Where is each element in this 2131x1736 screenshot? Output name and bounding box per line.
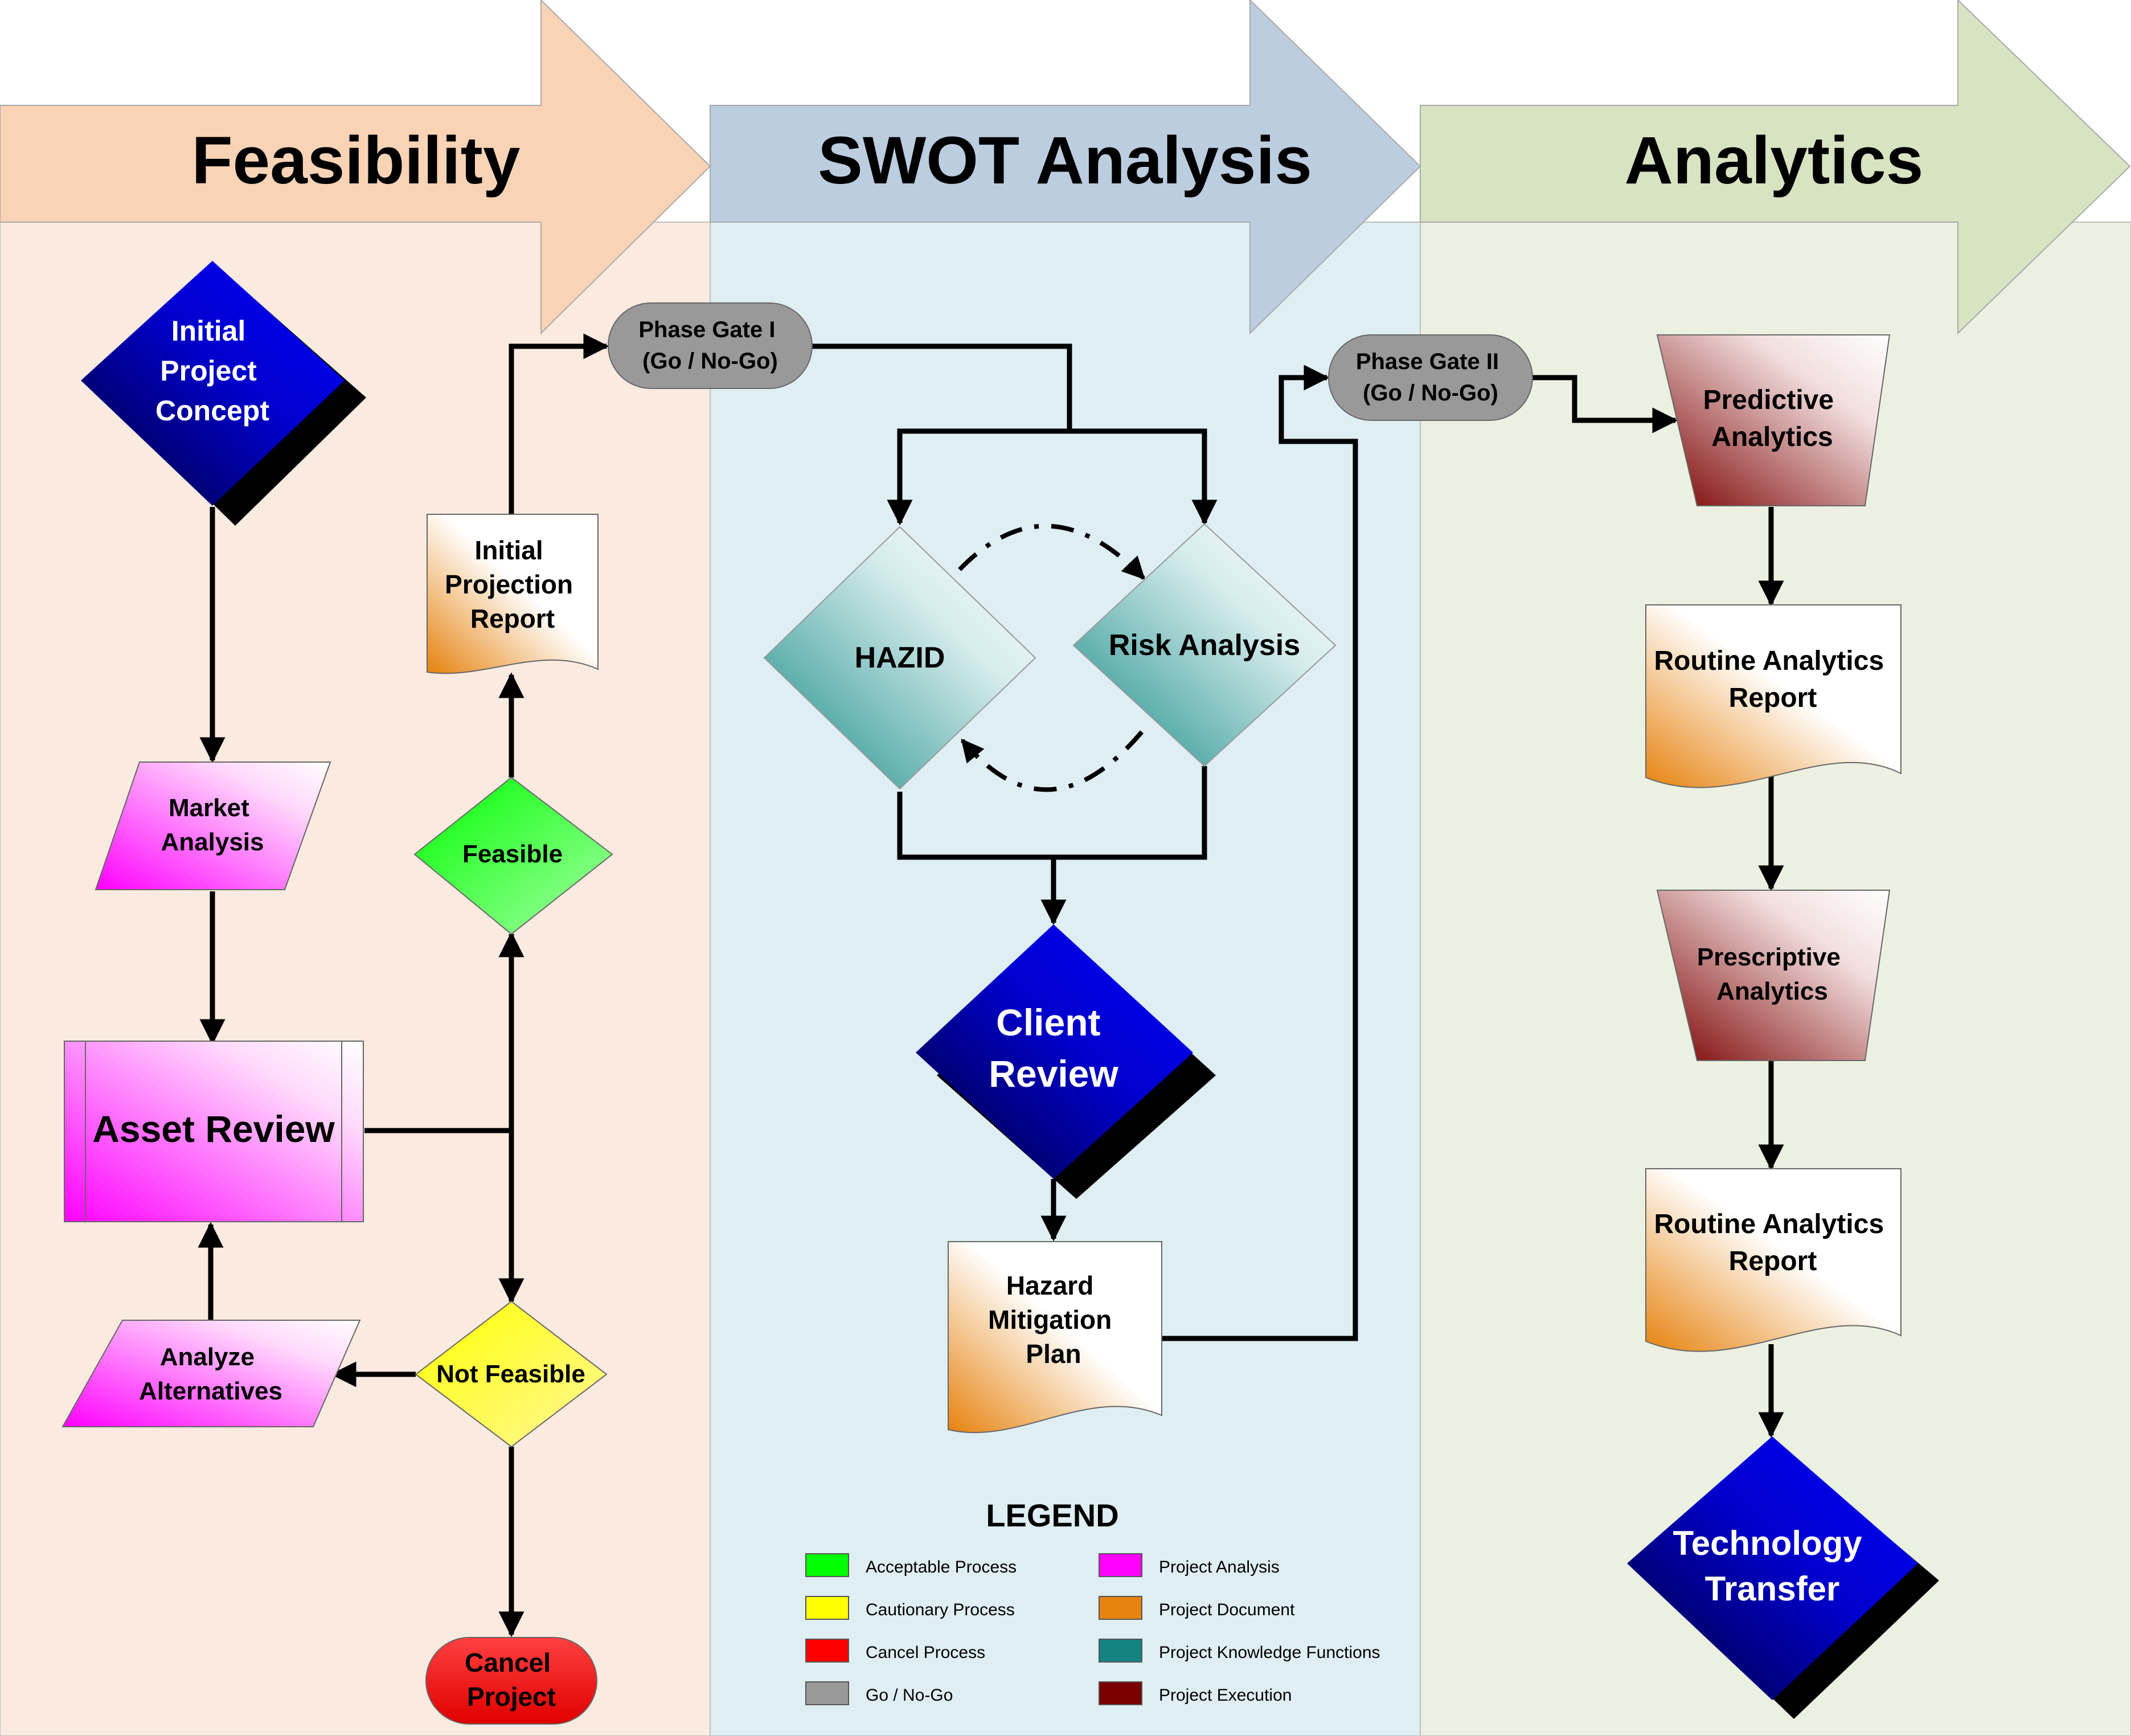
- legend-title: LEGEND: [986, 1497, 1118, 1533]
- node-asset-review: Asset Review: [64, 1041, 364, 1222]
- node-market-analysis: Market Analysis: [95, 761, 331, 890]
- node-label: Initial Projection Report: [445, 535, 580, 633]
- phase-header-feasibility: Feasibility: [0, 0, 711, 335]
- node-label: Client Review: [989, 1001, 1118, 1095]
- node-initial-projection-report: Initial Projection Report: [427, 514, 599, 674]
- node-risk-analysis: Risk Analysis: [1072, 523, 1337, 767]
- legend-swatch: [805, 1639, 849, 1663]
- node-routine-analytics-report-2: Routine Analytics Report: [1645, 1168, 1901, 1352]
- legend-label: Acceptable Process: [866, 1558, 1017, 1577]
- legend-label: Project Document: [1159, 1600, 1295, 1619]
- node-feasible: Feasible: [413, 776, 613, 935]
- phase-title-feasibility: Feasibility: [191, 123, 520, 198]
- legend-label: Project Analysis: [1159, 1558, 1280, 1577]
- legend-swatch: [805, 1596, 849, 1620]
- legend-swatch: [805, 1553, 849, 1577]
- node-routine-analytics-report-1: Routine Analytics Report: [1645, 604, 1901, 788]
- node-phase-gate-1[interactable]: Phase Gate I (Go / No-Go): [608, 302, 813, 389]
- node-hazid: HAZID: [763, 526, 1036, 790]
- legend-label: Cautionary Process: [866, 1600, 1015, 1619]
- node-label: Initial Project Concept: [155, 315, 269, 427]
- node-label: Analyze Alternatives: [139, 1343, 282, 1405]
- phase-title-swot: SWOT Analysis: [818, 123, 1312, 198]
- hazid-risk-cycle: [958, 523, 1145, 792]
- legend-label: Go / No-Go: [866, 1686, 953, 1705]
- legend-swatch: [1099, 1639, 1142, 1663]
- node-label: Asset Review: [92, 1108, 335, 1150]
- lane-feasibility: [0, 222, 711, 1736]
- phase-header-analytics: Analytics: [1420, 0, 2131, 335]
- node-label: Routine Analytics Report: [1654, 646, 1892, 713]
- phase-title-analytics: Analytics: [1625, 123, 1924, 198]
- legend-label: Project Execution: [1159, 1686, 1292, 1705]
- node-label: HAZID: [855, 641, 945, 674]
- node-label: Not Feasible: [436, 1360, 585, 1388]
- node-initial-project-concept: Initial Project Concept: [81, 261, 366, 526]
- node-label: Phase Gate II (Go / No-Go): [1356, 349, 1505, 406]
- node-label: Cancel Project: [465, 1648, 558, 1712]
- node-not-feasible: Not Feasible: [415, 1300, 608, 1448]
- node-prescriptive-analytics: Prescriptive Analytics: [1656, 890, 1891, 1061]
- node-label: Prescriptive Analytics: [1697, 943, 1847, 1005]
- legend-swatch: [805, 1681, 849, 1705]
- legend-label: Cancel Process: [866, 1643, 985, 1662]
- node-label: Hazard Mitigation Plan: [988, 1271, 1119, 1369]
- node-predictive-analytics: Predictive Analytics: [1656, 334, 1891, 506]
- node-label: Feasible: [462, 840, 563, 868]
- legend-label: Project Knowledge Functions: [1159, 1643, 1380, 1662]
- node-label: Market Analysis: [161, 794, 264, 856]
- node-hazard-mitigation-plan: Hazard Mitigation Plan: [948, 1241, 1162, 1434]
- legend: LEGEND Acceptable Process Project Analysi…: [805, 1497, 1380, 1705]
- legend-swatch: [1099, 1596, 1142, 1620]
- node-label: Technology Transfer: [1673, 1524, 1872, 1608]
- node-label: Phase Gate I (Go / No-Go): [638, 317, 781, 374]
- node-technology-transfer: Technology Transfer: [1627, 1436, 1939, 1719]
- node-label: Predictive Analytics: [1703, 385, 1842, 452]
- node-cancel-project: Cancel Project: [425, 1637, 597, 1725]
- connectors: [198, 333, 1784, 1637]
- node-label: Routine Analytics Report: [1654, 1209, 1892, 1276]
- node-phase-gate-2[interactable]: Phase Gate II (Go / No-Go): [1328, 334, 1533, 421]
- legend-swatch: [1099, 1681, 1142, 1705]
- node-analyze-alternatives: Analyze Alternatives: [62, 1320, 361, 1427]
- legend-swatch: [1099, 1553, 1142, 1577]
- phase-header-swot: SWOT Analysis: [710, 0, 1421, 335]
- node-client-review: Client Review: [916, 924, 1216, 1199]
- node-label: Risk Analysis: [1109, 629, 1300, 662]
